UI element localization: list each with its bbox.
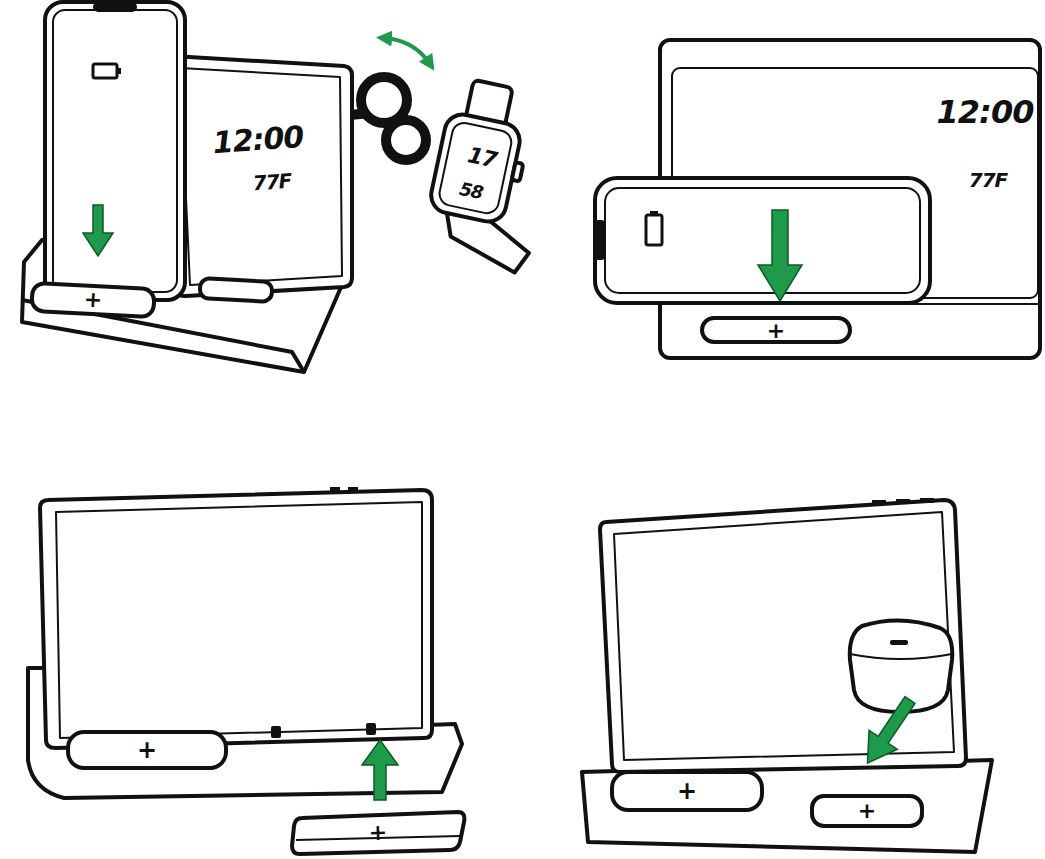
tablet-screen (614, 512, 954, 760)
phone-notch (597, 222, 603, 258)
clock-time: 12:00 (212, 122, 304, 158)
panel-phone-watch (22, 2, 562, 372)
place-arrow-shape (853, 690, 924, 772)
tablet-screen (56, 502, 422, 738)
watch-minute: 58 (458, 180, 484, 202)
charging-pad (812, 796, 922, 826)
battery-icon (646, 215, 662, 245)
place-arrow (758, 210, 802, 301)
earbud-case (850, 620, 953, 712)
charging-pad (702, 318, 850, 342)
phone-screen (53, 10, 177, 292)
watch-case (428, 111, 523, 225)
button (330, 487, 340, 491)
panel-detach-pad (28, 487, 464, 854)
panel-earbuds (582, 498, 992, 852)
charging-pad (31, 283, 154, 317)
rotate-arrow (384, 38, 430, 64)
case-lid-line (850, 654, 952, 659)
temperature-readout: 77F (969, 170, 1008, 190)
pad-plus-mark: + (83, 289, 103, 312)
button (945, 38, 957, 42)
button (872, 500, 886, 505)
pad-slot (273, 728, 279, 736)
place-arrow (853, 690, 924, 772)
insert-arrow (362, 740, 398, 800)
pad-slot (368, 725, 374, 733)
charging-pad (200, 278, 273, 302)
phone (45, 2, 185, 300)
button (896, 499, 910, 504)
watch-crown (512, 162, 524, 181)
smart-watch (419, 76, 562, 275)
tablet-panel (600, 500, 966, 772)
charging-pad (612, 772, 762, 810)
detached-pad (292, 812, 464, 854)
battery-nub (117, 68, 121, 74)
clock-time: 12:00 (937, 96, 1034, 128)
battery-icon (93, 64, 117, 78)
button (920, 498, 934, 503)
panel-phone-landscape (595, 38, 1040, 358)
pad-plus-mark: + (677, 779, 697, 803)
button (348, 487, 358, 491)
pad-plus-mark: + (137, 738, 157, 762)
tablet-panel (40, 490, 432, 748)
pad-plus-mark: + (858, 800, 876, 822)
phone (595, 178, 930, 303)
pad-plus-mark: + (767, 320, 785, 342)
button (965, 38, 977, 42)
phone-screen (605, 188, 920, 293)
case-hinge (890, 640, 908, 645)
station-base (582, 760, 992, 852)
clock-panel (164, 56, 352, 296)
watch-screen (437, 121, 513, 216)
place-arrow (83, 205, 113, 256)
battery-nub (650, 211, 658, 215)
pad-plus-mark: + (368, 822, 387, 845)
watch-hour: 17 (466, 144, 499, 171)
temperature-readout: 77F (252, 171, 292, 194)
arm-ring (386, 120, 426, 160)
charging-pad (68, 732, 226, 768)
phone-notch (95, 4, 135, 10)
clock-screen (180, 68, 342, 285)
